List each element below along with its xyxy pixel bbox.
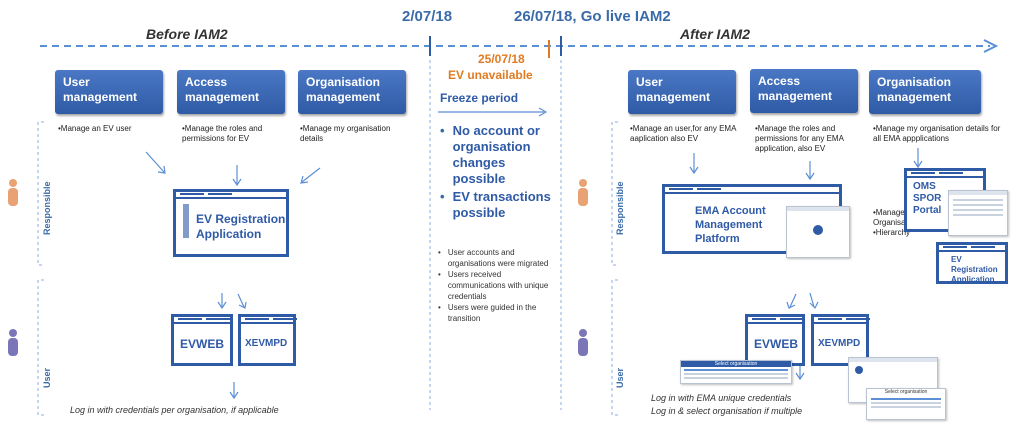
bracket-left-responsible [37, 121, 44, 266]
after-desc-user: •Manage an user,for any EMA aaplication … [630, 124, 736, 143]
date-ev: 25/07/18 [478, 52, 525, 66]
ema-platform-screenshot [786, 206, 850, 258]
before-app-title: EV Registration Application [196, 212, 286, 241]
user-person-icon-right [578, 329, 588, 356]
user-label-right: User [615, 367, 625, 388]
arrow-org-to-app-head [300, 175, 309, 184]
user-person-icon-left [8, 329, 18, 356]
responsible-person-icon-left [8, 179, 18, 206]
after-evweb-app: EVWEB [745, 314, 805, 366]
arrow-user-to-app-head [157, 165, 166, 174]
before-organisation-management: Organisation management [298, 70, 406, 114]
before-desc-user: •Manage an EV user [58, 124, 132, 133]
user-label-left: User [42, 367, 52, 388]
arrow-r-app-to-evweb-a [789, 293, 797, 308]
after-evweb-label: EVWEB [754, 337, 799, 351]
select-org-screenshot-right: Select organisation [866, 388, 946, 420]
freeze-arrowhead [538, 107, 548, 117]
freeze-main-list: •No account or organisation changes poss… [440, 123, 558, 221]
arrow-user-to-app [145, 151, 165, 173]
before-evweb-app: EVWEB [171, 314, 233, 366]
before-xevmpd-app: XEVMPD [238, 314, 296, 366]
before-desc-org: •Manage my organisation details [300, 124, 391, 143]
date-golive: 26/07/18, Go live IAM2 [514, 8, 671, 25]
freeze-sub-text: User accounts and organisations were mig… [447, 248, 549, 268]
after-login-note-1: Log in with EMA unique credentials [651, 393, 792, 403]
freeze-sub-list: •User accounts and organisations were mi… [438, 247, 556, 324]
freeze-bullet: •No account or organisation changes poss… [440, 123, 558, 187]
select-org-dialog-title: Select organisation [884, 389, 928, 395]
after-ema-platform-title: EMA Account Management Platform [695, 205, 766, 245]
timeline-arrowhead [983, 39, 999, 53]
before-xevmpd-label: XEVMPD [245, 338, 288, 349]
select-org-header: Select organisation [681, 361, 791, 367]
freeze-period: Freeze period [440, 91, 519, 105]
after-user-management: User management [628, 70, 736, 114]
after-partial-hierarchy: •Manage Organisat •Hierarchy [873, 208, 911, 237]
after-desc-access: •Manage the roles and permissions for an… [755, 124, 844, 153]
before-access-management: Access management [177, 70, 285, 114]
arrow-app-to-evweb-b [237, 293, 245, 308]
select-org-screenshot-left: Select organisation [680, 360, 792, 384]
freeze-sub-text: Users received communications with uniqu… [447, 270, 549, 301]
bracket-right-user [611, 279, 618, 416]
before-ev-registration-app: EV Registration Application [173, 189, 289, 257]
arrow-org-to-app [301, 167, 321, 183]
after-ev-registration-app: EV Registration Application [936, 242, 1008, 284]
freeze-bullet: •EV transactions possible [440, 189, 558, 221]
after-access-management: Access management [750, 69, 858, 113]
before-evweb-label: EVWEB [180, 337, 225, 351]
freeze-bullet-text: EV transactions possible [452, 189, 551, 220]
bracket-left-user [37, 279, 44, 416]
after-ev-reg-title: EV Registration Application [951, 255, 998, 284]
after-desc-org: •Manage my organisation details for all … [873, 124, 1001, 143]
app-sidebar-icon [183, 204, 189, 238]
responsible-person-icon-right [578, 179, 588, 206]
after-login-note-2: Log in & select organisation if multiple [651, 406, 803, 416]
responsible-label-right: Responsible [615, 181, 625, 235]
freeze-sub-text: Users were guided in the transition [447, 303, 537, 323]
ev-unavailable: EV unavailable [448, 68, 533, 82]
before-user-management: User management [55, 70, 163, 114]
oms-screenshot [948, 190, 1008, 236]
after-xevmpd-label: XEVMPD [818, 338, 861, 349]
before-login-note: Log in with credentials per organisation… [70, 405, 279, 415]
date-start: 2/07/18 [402, 8, 453, 25]
freeze-sub-bullet: •Users were guided in the transition [438, 302, 556, 324]
arrow-access-to-app-head [232, 178, 242, 187]
before-desc-access: •Manage the roles and permissions for EV [182, 124, 263, 143]
arrow-r-app-to-evweb-b [809, 292, 815, 308]
freeze-sub-bullet: •User accounts and organisations were mi… [438, 247, 556, 269]
bracket-right-responsible [611, 121, 618, 266]
after-label: After IAM2 [680, 26, 751, 42]
freeze-sub-bullet: •Users received communications with uniq… [438, 269, 556, 302]
before-label: Before IAM2 [146, 26, 228, 42]
responsible-label-left: Responsible [42, 181, 52, 235]
freeze-bullet-text: No account or organisation changes possi… [452, 123, 540, 186]
after-organisation-management: Organisation management [869, 70, 981, 114]
oms-title: OMS SPOR Portal [913, 181, 942, 216]
